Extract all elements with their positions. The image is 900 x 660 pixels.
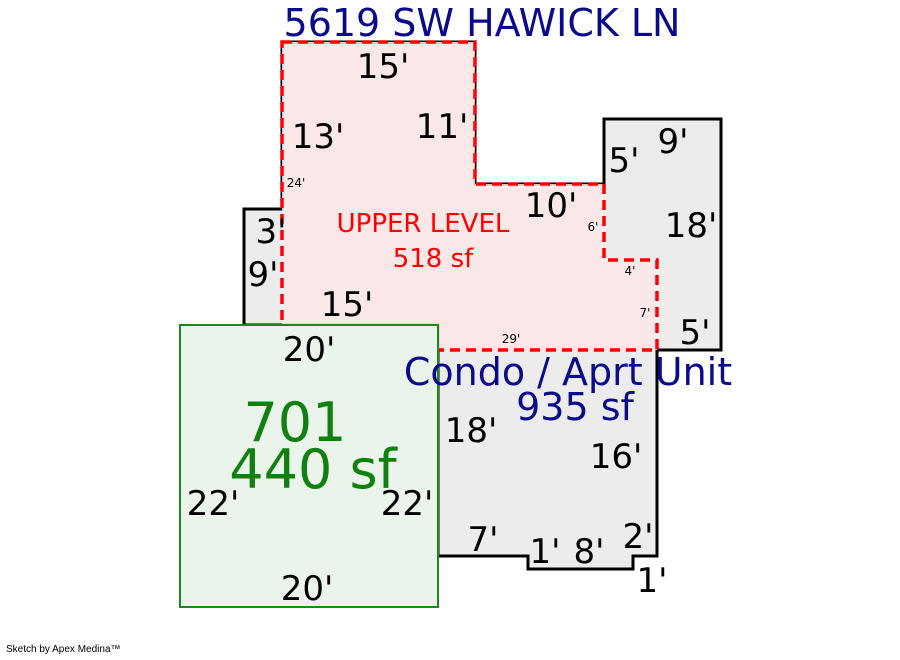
dim-upper-left: 13'	[292, 117, 345, 157]
garage-size: 440 sf	[229, 438, 398, 501]
dim-upper-six: 6'	[588, 220, 599, 234]
garage-label: 701	[243, 391, 346, 454]
dim-main-inner-15: 15'	[321, 285, 374, 325]
dim-main-7: 7'	[468, 520, 499, 560]
garage-701-shape	[179, 324, 439, 608]
dim-garage-bottom: 20'	[281, 569, 334, 609]
dim-upper-bottom-small: 29'	[502, 332, 521, 346]
dim-upper-left-small: 24'	[287, 176, 306, 190]
dim-main-8: 8'	[574, 532, 605, 572]
main-unit-size: 935 sf	[516, 385, 635, 429]
dim-upper-top: 15'	[357, 47, 410, 87]
dim-upper-seven: 7'	[640, 306, 651, 320]
dim-main-16: 16'	[590, 437, 643, 477]
dim-main-2: 2'	[623, 517, 654, 557]
dim-main-20: 20'	[283, 330, 336, 370]
dim-main-1b: 1'	[637, 561, 668, 601]
dim-main-top-right: 9'	[658, 122, 689, 162]
dim-main-right-bottom: 5'	[680, 313, 711, 353]
main-unit-label: Condo / Aprt Unit	[404, 350, 732, 394]
upper-level-label: UPPER LEVEL	[337, 209, 510, 239]
upper-level-size: 518 sf	[393, 244, 474, 274]
dim-main-left-top: 3'	[256, 212, 287, 252]
dim-garage-right: 22'	[381, 484, 434, 524]
dim-main-right-notch: 5'	[609, 141, 640, 181]
dim-upper-inner-right: 11'	[416, 107, 469, 147]
dim-upper-four: 4'	[625, 264, 636, 278]
dim-garage-left: 22'	[187, 484, 240, 524]
dim-main-1a: 1'	[530, 532, 561, 572]
sketch-credit: Sketch by Apex Medina™	[6, 644, 121, 655]
dim-main-left: 9'	[248, 255, 279, 295]
dim-main-18: 18'	[445, 411, 498, 451]
property-address-title: 5619 SW HAWICK LN	[284, 1, 681, 45]
dim-upper-step: 10'	[525, 186, 578, 226]
dim-main-right: 18'	[665, 206, 718, 246]
